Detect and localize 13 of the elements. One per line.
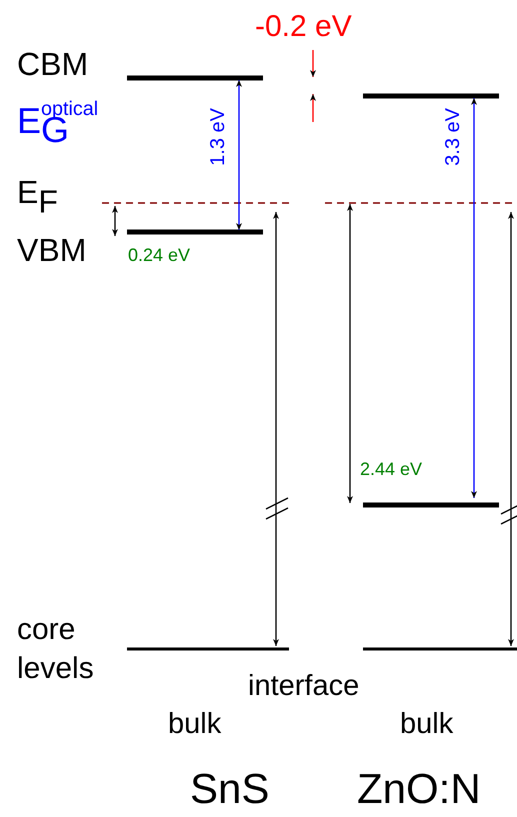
gap-value: 1.3 eV xyxy=(208,108,228,166)
gap-value: 3.3 eV xyxy=(443,108,463,166)
material-label: SnS xyxy=(190,768,270,810)
region-label: bulk xyxy=(168,710,222,739)
region-label: interface xyxy=(248,672,360,701)
offset-value: 2.44 eV xyxy=(360,460,422,478)
region-label: bulk xyxy=(400,710,454,739)
level-label: VBM xyxy=(17,234,86,266)
offset-value: 0.24 eV xyxy=(128,246,190,264)
level-label: CBM xyxy=(17,48,88,80)
offset-value: -0.2 eV xyxy=(255,12,352,42)
material-label: ZnO:N xyxy=(357,768,481,810)
level-label: core levels xyxy=(17,612,95,687)
